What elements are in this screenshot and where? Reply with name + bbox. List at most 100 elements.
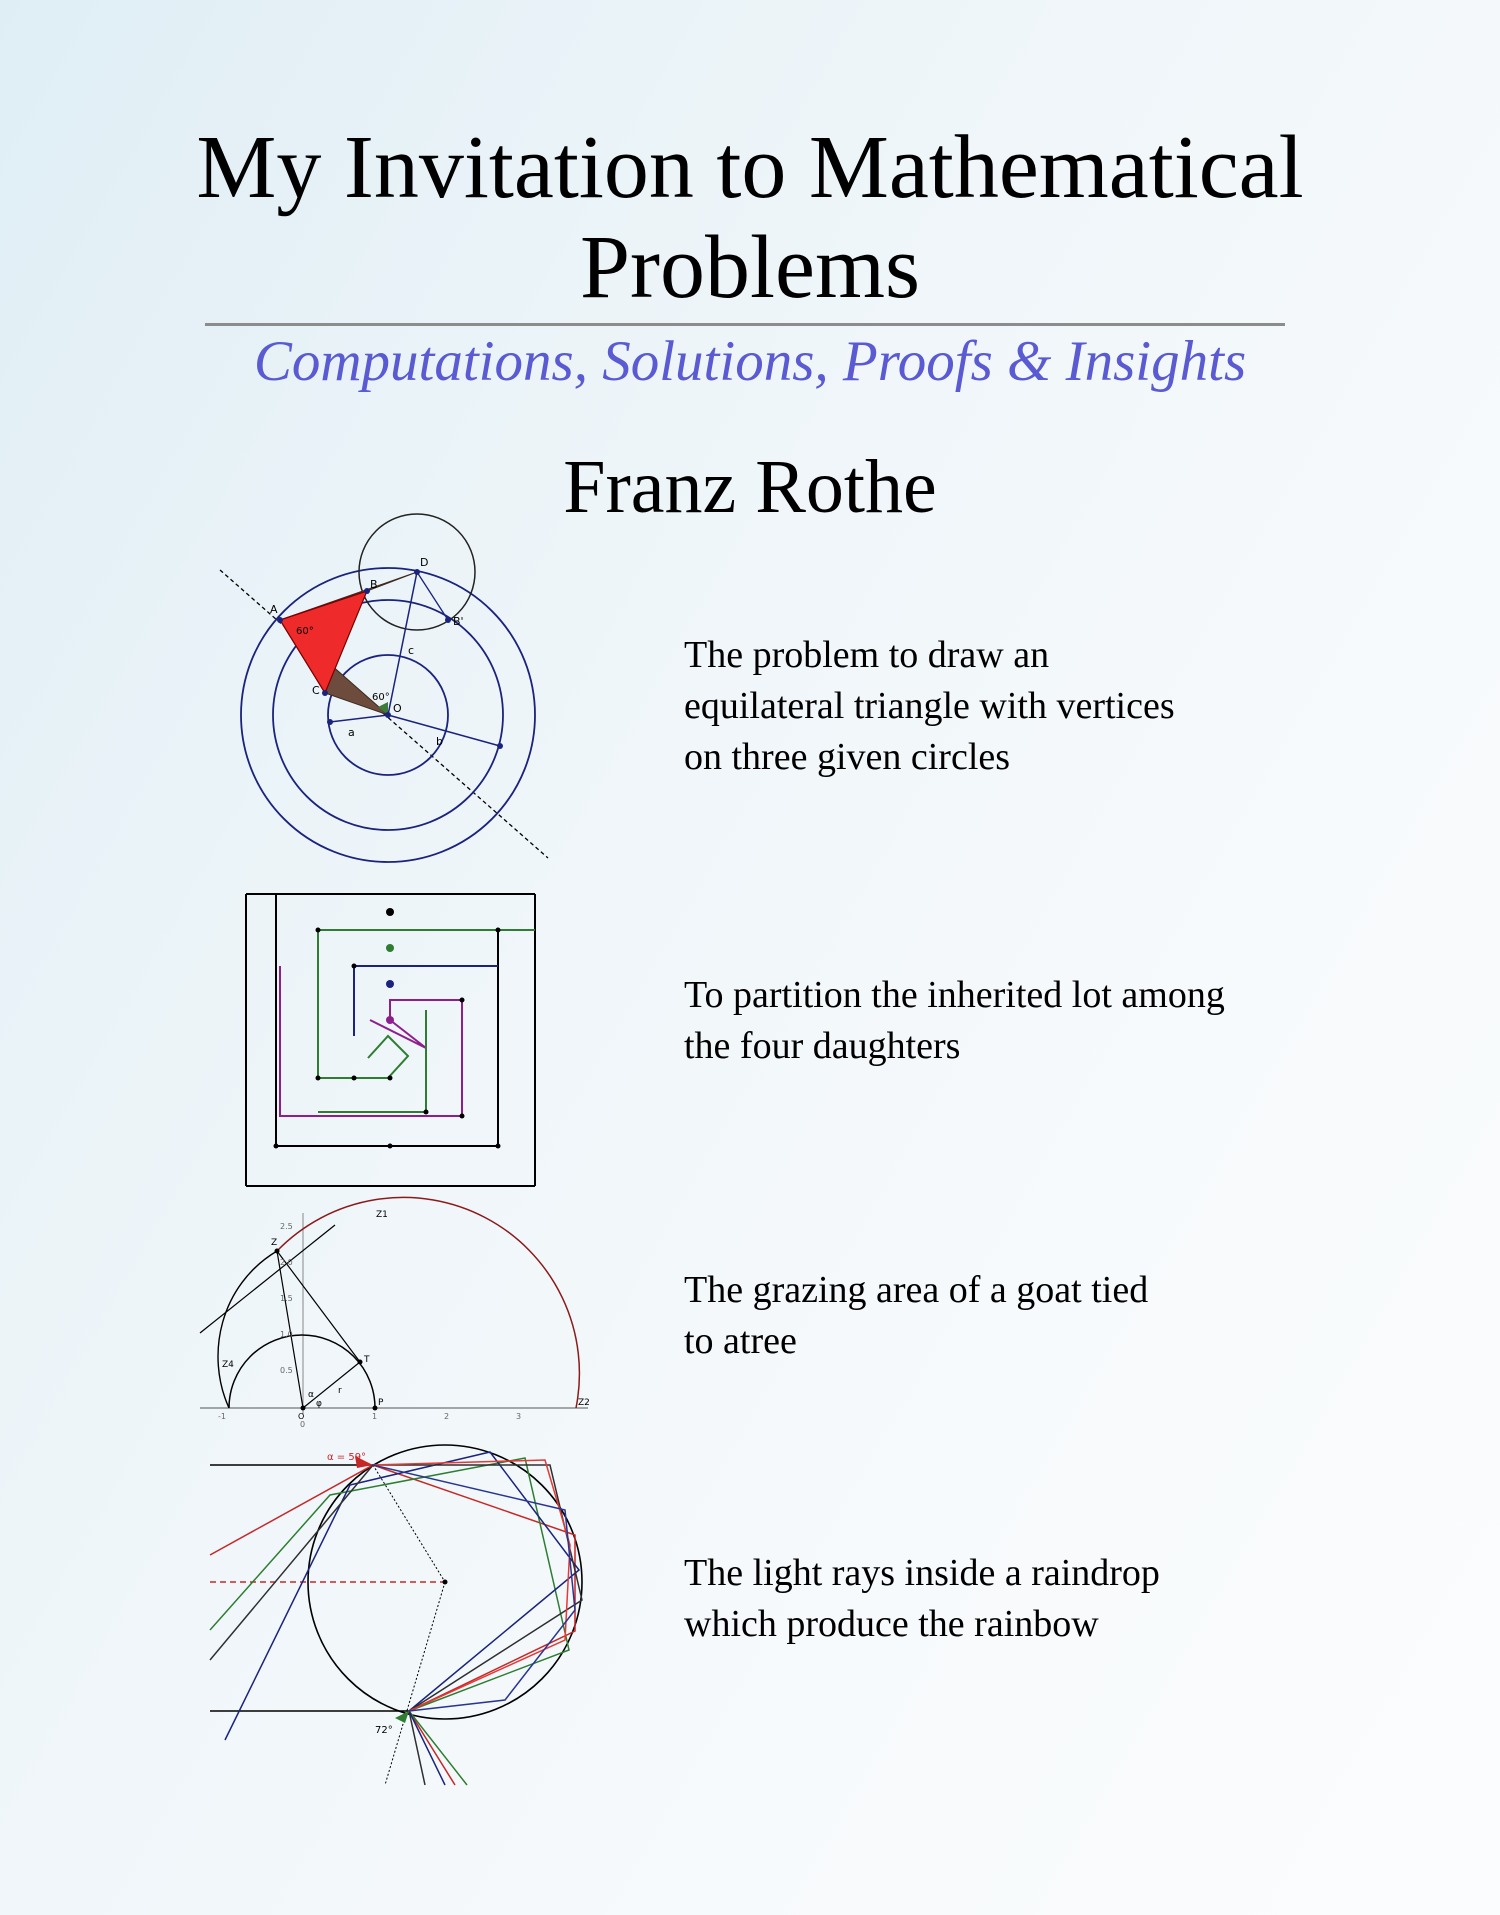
label-phi: φ [316,1399,322,1409]
ray-bright-red [372,1459,571,1712]
line-O-b [387,714,501,747]
point-C [322,690,328,696]
label-Z1: Z1 [376,1210,388,1220]
large-red-arc [276,1196,581,1409]
point-D [414,569,420,575]
point-B [364,588,370,594]
boundary-outer [245,893,536,1187]
book-title: My Invitation to Mathematical Problems [0,118,1500,318]
tick-y: 0.5 [280,1366,293,1375]
red-equilateral-triangle [279,590,369,695]
middle-circle [272,599,504,831]
title-line-1: My Invitation to Mathematical [196,118,1304,217]
point-Bprime [445,617,451,623]
label-Z: Z [271,1238,277,1248]
unit-semicircle [228,1334,376,1409]
dot-navy [386,980,394,988]
point-Z [274,1248,280,1254]
ray-dark [209,1464,583,1786]
label-O: O [393,702,402,715]
label-T: T [363,1355,370,1365]
caption-line: to atree [684,1320,797,1362]
point-P [372,1405,378,1411]
tick-y: 2.5 [280,1222,293,1231]
angle-mark-bottom [395,1711,409,1723]
label-D: D [420,556,428,569]
ray-bright-blue [372,1464,576,1712]
label-B: B [370,578,378,591]
partition-black [275,894,499,1147]
line-Z-T [276,1250,361,1363]
inner-circle [327,654,449,776]
caption-goat: The grazing area of a goat tied to atree [684,1265,1404,1367]
dot-purple [386,1016,394,1024]
tick-x: 2 [444,1412,449,1421]
point-O [385,712,391,718]
label-O: O [298,1412,304,1421]
label-b: b [436,735,443,748]
label-P: P [378,1398,384,1408]
radius-dotted-top [372,1464,446,1583]
dot-green [386,944,394,952]
partition-green-inner [318,1010,427,1113]
label-C: C [312,684,320,697]
label-Z2: Z2 [578,1398,590,1408]
tangent-line [199,1224,336,1334]
point-O [300,1405,306,1411]
caption-raindrop: The light rays inside a raindrop which p… [684,1548,1404,1650]
caption-line: the four daughters [684,1025,961,1067]
caption-line: equilateral triangle with vertices [684,685,1175,727]
caption-line: To partition the inherited lot among [684,974,1225,1016]
label-Z4: Z4 [222,1360,234,1370]
ray-red [209,1464,576,1786]
tick-y: 2.0 [280,1258,293,1267]
tick-y: 1.5 [280,1294,293,1303]
outer-circle [240,567,536,863]
figure-triangle-circles: A B B' C D O a b c 60° 60° [219,513,549,863]
label-angle-O: 60° [372,692,390,703]
title-divider [205,323,1285,326]
line-O-a [329,714,389,723]
green-angle-mark [378,702,388,715]
involute-curve [217,1250,278,1409]
title-line-2: Problems [579,218,920,317]
label-Bprime: B' [453,615,464,628]
dot-black [386,908,394,916]
author-name: Franz Rothe [563,445,937,529]
caption-line: The problem to draw an [684,634,1050,676]
radius-O-T [302,1361,361,1409]
label-r: r [338,1386,342,1396]
line-D-Bprime [416,571,449,621]
ray-blue [224,1451,581,1786]
figure-lot-partition [245,893,536,1187]
tick-x: 3 [516,1412,521,1421]
tick-y: 1.0 [280,1330,293,1339]
caption-line: on three given circles [684,736,1011,778]
partition-purple [279,966,463,1117]
caption-lot: To partition the inherited lot among the… [684,970,1404,1072]
label-alpha-angle: α = 59° [327,1452,366,1463]
ray-green [209,1457,570,1786]
point-a [327,719,333,725]
tick-x: 1 [372,1412,377,1421]
caption-line: The light rays inside a raindrop [684,1552,1160,1594]
label-angle-A: 60° [296,626,314,637]
angle-mark-top [355,1456,373,1468]
caption-line: which produce the rainbow [684,1603,1099,1645]
tick-x: 0 [300,1420,305,1429]
figure-raindrop-rays: α = 59° 72° [209,1444,583,1786]
label-bottom-angle: 72° [375,1725,393,1736]
point-A [277,617,283,623]
point-b [497,743,503,749]
raindrop-center [442,1579,448,1585]
top-small-circle [358,513,476,631]
caption-triangle: The problem to draw an equilateral trian… [684,630,1404,783]
raindrop-circle [307,1444,583,1720]
line-Z-O [276,1250,304,1409]
tick-x: -1 [218,1412,226,1421]
label-A: A [270,603,278,616]
label-a: a [348,726,355,739]
book-subtitle: Computations, Solutions, Proofs & Insigh… [253,330,1247,393]
line-O-D [387,571,418,716]
label-alpha: α [308,1390,314,1400]
